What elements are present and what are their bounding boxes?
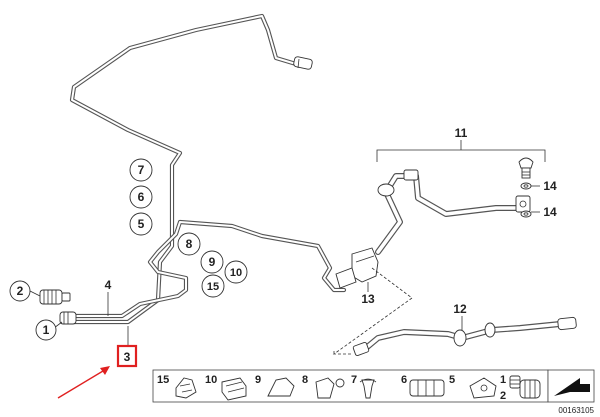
leader-lines: [29, 140, 546, 346]
strip-item-2: 2: [500, 379, 541, 402]
callout-2: 2: [9, 280, 31, 302]
washer-part-14-top: [520, 182, 532, 190]
svg-text:10: 10: [205, 374, 217, 386]
svg-text:2: 2: [17, 284, 24, 298]
bracket-part-13: [335, 247, 379, 289]
label-4: 4: [105, 278, 112, 292]
pointer-arrow: [57, 366, 110, 399]
washer-part-14-bottom: [520, 210, 532, 218]
label-14-bottom: 14: [543, 205, 557, 219]
svg-text:1: 1: [43, 323, 50, 337]
strip-item-15: 15: [157, 374, 197, 399]
brake-pipe-short: [63, 219, 347, 319]
union-nut-part-2: [39, 289, 71, 305]
highlight-box-3: 3: [116, 344, 138, 368]
strip-item-8: 8: [302, 374, 345, 399]
svg-text:15: 15: [207, 281, 219, 293]
svg-text:7: 7: [138, 163, 145, 177]
svg-text:2: 2: [500, 390, 506, 402]
svg-text:5: 5: [449, 374, 455, 386]
callout-5: 5: [129, 212, 153, 236]
label-11: 11: [455, 126, 468, 140]
brake-hose-part-11: [375, 169, 519, 255]
sensor-cable-part-12: [352, 316, 577, 356]
svg-text:6: 6: [401, 374, 407, 386]
callout-8: 8: [177, 232, 201, 256]
svg-text:5: 5: [138, 217, 145, 231]
strip-item-1: 1: [500, 374, 521, 389]
dashed-lines: [332, 267, 413, 355]
svg-text:9: 9: [209, 255, 216, 269]
svg-text:7: 7: [351, 374, 357, 386]
svg-text:8: 8: [186, 237, 193, 251]
strip-item-5: 5: [449, 374, 497, 399]
callout-15: 15: [201, 274, 225, 298]
label-12: 12: [453, 302, 467, 316]
strip-item-6: 6: [401, 374, 445, 397]
callout-10: 10: [224, 260, 248, 284]
callout-9: 9: [200, 250, 224, 274]
svg-text:15: 15: [157, 374, 169, 386]
banjo-fitting: [515, 195, 531, 213]
callout-7: 7: [129, 158, 153, 182]
callout-6: 6: [129, 185, 153, 209]
label-14-top: 14: [543, 179, 557, 193]
svg-text:1: 1: [500, 374, 506, 386]
strip-item-7: 7: [351, 374, 377, 399]
svg-text:8: 8: [302, 374, 308, 386]
callout-1: 1: [35, 319, 57, 341]
pipe-end-fitting-top: [293, 56, 313, 70]
svg-text:6: 6: [138, 190, 145, 204]
svg-text:9: 9: [255, 374, 261, 386]
svg-text:3: 3: [124, 350, 131, 364]
brake-pipe-long: [63, 13, 299, 325]
pipe-fitting-left: [59, 311, 77, 325]
parts-strip: 15 10 9 8 7 6: [152, 369, 549, 403]
strip-item-10: 10: [205, 374, 247, 401]
direction-arrow-box: [547, 369, 595, 403]
label-13: 13: [361, 292, 375, 306]
document-number: 00163105: [558, 406, 594, 415]
strip-item-9: 9: [255, 374, 295, 397]
bleed-screw-part: [518, 157, 534, 179]
svg-text:10: 10: [230, 267, 242, 279]
